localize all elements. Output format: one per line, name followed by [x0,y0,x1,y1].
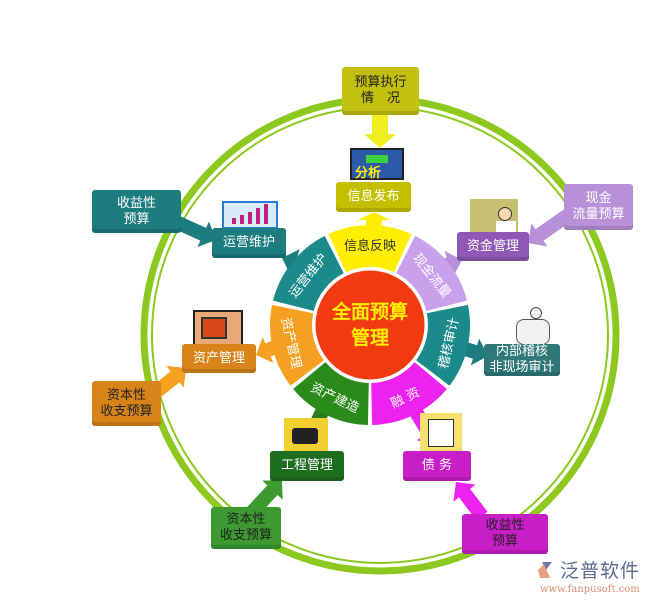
flow-arrow [364,115,396,148]
center-circle [312,267,428,383]
box-label-line1: 现金 [585,191,612,206]
box-label: 工程管理 [280,458,333,473]
box-label-line2: 流量预算 [572,207,625,222]
funds-management-box[interactable]: 资金管理 [457,232,529,261]
ring-segment [371,362,447,425]
operations-maintenance-box[interactable]: 运营维护 [212,228,286,258]
flow-arrow [358,212,390,228]
box-label-line2: 非现场审计 [489,360,555,375]
internal-audit-box[interactable]: 内部稽核非现场审计 [484,344,560,376]
bar-chart-icon [222,201,278,229]
construction-icon [284,418,328,452]
reading-person-icon [508,305,554,347]
ring-segment [293,362,369,425]
box-label-line1: 收益性 [485,518,525,533]
fanpusoft-logo: 泛普软件 www.fanpusoft.com [532,556,657,602]
box-label: 资金管理 [466,238,519,254]
revenue-budget-left-box[interactable]: 收益性预算 [92,190,181,233]
center-title-line2: 管理 [351,326,389,349]
box-label-line1: 资本性 [106,387,146,403]
logo-mark-icon [538,562,552,578]
debt-box[interactable]: 债 务 [403,451,471,481]
box-label-line1: 内部稽核 [495,344,548,359]
flow-arrow [173,215,216,248]
logo-url: www.fanpusoft.com [540,584,640,595]
asset-management-box[interactable]: 资产管理 [182,344,256,373]
box-label-line2: 情 况 [360,91,400,106]
flow-arrow [453,482,488,521]
ring-segment [270,304,324,386]
logo-name: 泛普软件 [560,560,641,582]
computer-user-icon [193,310,243,346]
info-publish-box[interactable]: 信息发布 [336,182,411,212]
engineering-management-box[interactable]: 工程管理 [270,451,344,481]
budget-execution-box[interactable]: 预算执行情 况 [342,67,419,115]
revenue-budget-magenta-box[interactable]: 收益性预算 [462,514,548,554]
box-label-line2: 收支预算 [219,528,272,543]
center-title-line1: 全面预算 [331,300,408,323]
capital-budget-orange-box[interactable]: 资本性收支预算 [92,381,161,426]
box-label: 运营维护 [222,235,275,250]
document-icon [420,413,462,451]
box-label-line1: 收益性 [116,195,156,211]
box-label-line2: 收支预算 [100,403,153,419]
box-label: 债 务 [421,458,453,473]
box-label: 信息发布 [347,189,400,204]
cashflow-budget-box[interactable]: 现金流量预算 [564,184,633,230]
ring-segment [396,235,467,311]
ring-segment [416,304,470,386]
ring-segment [328,225,412,273]
box-label-line1: 资本性 [226,512,266,527]
segment-label: 信息反映 [344,238,396,254]
box-label-line2: 预算 [123,211,150,227]
capital-budget-green-box[interactable]: 资本性收支预算 [211,507,281,549]
flow-arrow [528,209,573,247]
box-label-line1: 预算执行 [354,75,407,90]
analysis-computer-icon: 分析 [350,148,404,181]
icon-caption: 分析 [355,166,382,181]
box-label: 资产管理 [192,350,245,366]
ring-segment [273,235,344,311]
box-label-line2: 预算 [491,534,518,549]
businessman-icon [470,199,518,233]
